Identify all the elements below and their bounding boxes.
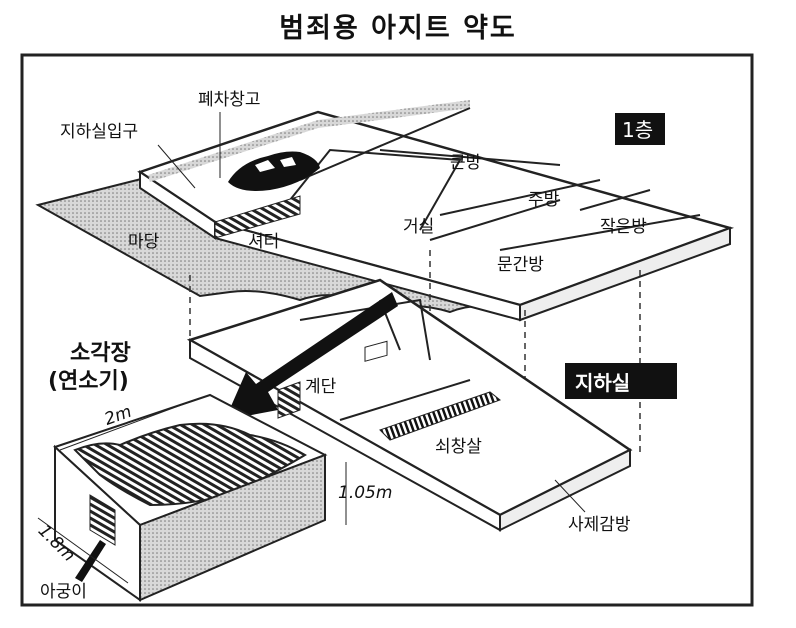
label-furnace-mouth: 아궁이 bbox=[40, 582, 87, 602]
label-living-room: 거실 bbox=[403, 217, 434, 237]
label-basement-entrance: 지하실입구 bbox=[60, 122, 138, 142]
stairs bbox=[277, 381, 301, 419]
car-icon bbox=[228, 151, 320, 191]
furnace-mouth bbox=[89, 494, 116, 546]
label-incinerator: 소각장 bbox=[70, 341, 131, 366]
label-floor1: 1층 bbox=[622, 118, 653, 142]
label-big-room: 큰방 bbox=[450, 153, 482, 173]
label-entry-room: 문간방 bbox=[497, 255, 544, 275]
arrow-icon bbox=[225, 292, 398, 420]
label-iron-bars: 쇠창살 bbox=[435, 437, 482, 457]
label-basement: 지하실 bbox=[575, 371, 630, 395]
label-kitchen: 주방 bbox=[528, 190, 560, 210]
label-garage: 폐차창고 bbox=[198, 90, 261, 110]
label-shutter: 셔터 bbox=[248, 232, 279, 252]
shutter bbox=[214, 195, 301, 239]
label-private-cell: 사제감방 bbox=[568, 515, 631, 535]
diagram-frame bbox=[20, 53, 754, 607]
label-dim-height: 1.05m bbox=[338, 483, 392, 503]
first-floor bbox=[137, 100, 735, 322]
label-yard: 마당 bbox=[128, 232, 160, 252]
label-incinerator-sub: (연소기) bbox=[48, 369, 129, 394]
label-stairs: 계단 bbox=[305, 377, 337, 397]
diagram-title: 범죄용 아지트 약도 bbox=[279, 13, 517, 44]
incinerator bbox=[37, 393, 347, 602]
label-small-room: 작은방 bbox=[600, 217, 647, 237]
iron-bars bbox=[379, 391, 502, 441]
